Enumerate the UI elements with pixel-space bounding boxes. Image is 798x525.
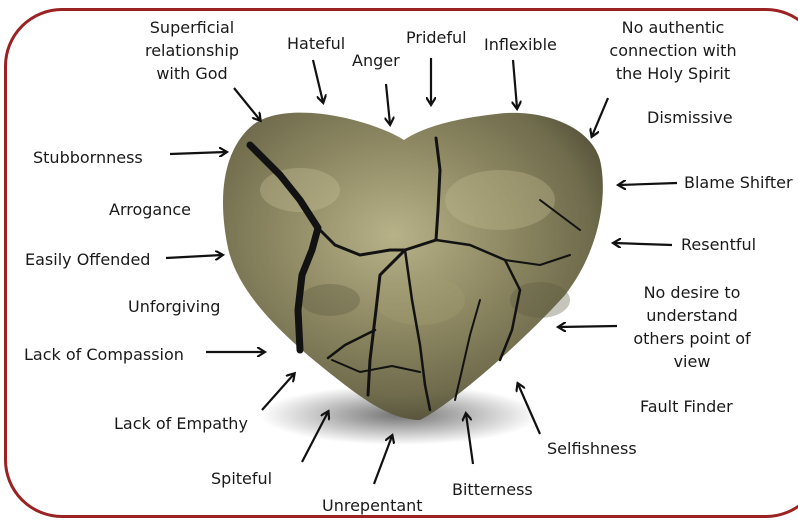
label-fault-finder: Fault Finder: [640, 395, 733, 418]
label-line: the Holy Spirit: [598, 62, 748, 85]
label-line: Superficial: [142, 16, 242, 39]
label-line: No authentic: [598, 16, 748, 39]
label-line: view: [622, 350, 762, 373]
label-anger: Anger: [352, 49, 400, 72]
label-no-desire-to-understand: No desire to understand others point of …: [622, 281, 762, 373]
label-bitterness: Bitterness: [452, 478, 533, 501]
label-lack-of-compassion: Lack of Compassion: [24, 343, 184, 366]
arrow-no-desire: [559, 326, 617, 327]
label-unrepentant: Unrepentant: [322, 494, 423, 517]
label-line: understand: [622, 304, 762, 327]
label-hateful: Hateful: [287, 32, 345, 55]
arrow-blame-shifter: [619, 183, 677, 185]
arrow-resentful: [614, 243, 672, 245]
label-lack-of-empathy: Lack of Empathy: [114, 412, 248, 435]
label-unforgiving: Unforgiving: [128, 295, 220, 318]
label-selfishness: Selfishness: [547, 437, 637, 460]
label-line: No desire to: [622, 281, 762, 304]
label-resentful: Resentful: [681, 233, 756, 256]
label-stubbornness: Stubbornness: [33, 146, 143, 169]
arrow-stubbornness: [170, 152, 226, 154]
label-line: others point of: [622, 327, 762, 350]
label-line: with God: [142, 62, 242, 85]
label-spiteful: Spiteful: [211, 467, 272, 490]
stone-heart: [223, 113, 603, 420]
label-no-authentic-connection: No authentic connection with the Holy Sp…: [598, 16, 748, 85]
label-inflexible: Inflexible: [484, 33, 557, 56]
label-arrogance: Arrogance: [109, 198, 191, 221]
label-line: relationship: [142, 39, 242, 62]
arrow-easily-offended: [166, 255, 222, 258]
label-easily-offended: Easily Offended: [25, 248, 150, 271]
label-blame-shifter: Blame Shifter: [684, 171, 793, 194]
arrow-anger: [386, 84, 390, 124]
arrow-hateful: [313, 60, 323, 102]
label-dismissive: Dismissive: [647, 106, 733, 129]
label-superficial-relationship: Superficial relationship with God: [142, 16, 242, 85]
arrow-inflexible: [513, 60, 517, 108]
arrow-superficial: [234, 88, 260, 120]
arrow-no-authentic: [592, 98, 608, 136]
label-line: connection with: [598, 39, 748, 62]
label-prideful: Prideful: [406, 26, 467, 49]
